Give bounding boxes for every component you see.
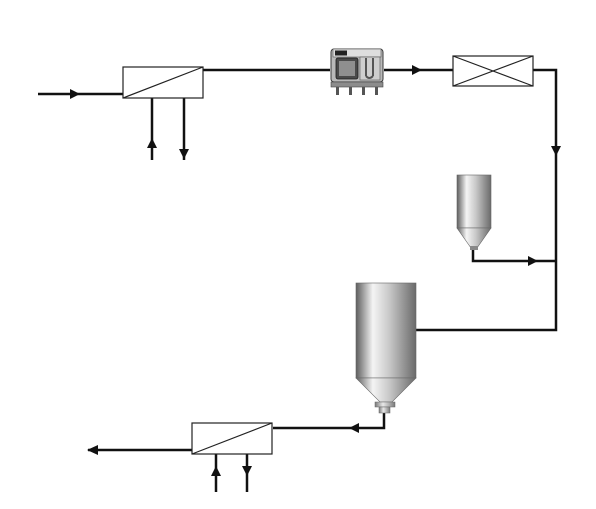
- pipe-box-to-silo: [416, 68, 558, 332]
- arrow-down-icon: [179, 149, 189, 159]
- arrow-up-icon: [211, 466, 221, 476]
- small-hopper-tank: [456, 174, 492, 250]
- arrow-right-icon: [528, 256, 538, 266]
- arrow-up-icon: [147, 138, 157, 148]
- arrow-down-icon: [242, 466, 252, 476]
- arrow-down-icon: [551, 146, 561, 156]
- pipe-hopper-to-line: [471, 248, 556, 263]
- pipe-network: [38, 68, 558, 492]
- arrow-right-icon: [412, 65, 422, 75]
- large-silo-tank: [355, 282, 417, 414]
- heat-exchanger-1: [122, 66, 204, 99]
- arrow-left-icon: [87, 445, 98, 455]
- processing-unit: [330, 48, 384, 95]
- crossed-box-unit: [452, 55, 534, 87]
- arrow-left-icon: [349, 423, 359, 433]
- heat-exchanger-2: [191, 422, 273, 455]
- pipe-silo-to-hx2: [273, 410, 386, 430]
- flow-arrows: [70, 65, 561, 476]
- arrow-right-icon: [70, 89, 80, 99]
